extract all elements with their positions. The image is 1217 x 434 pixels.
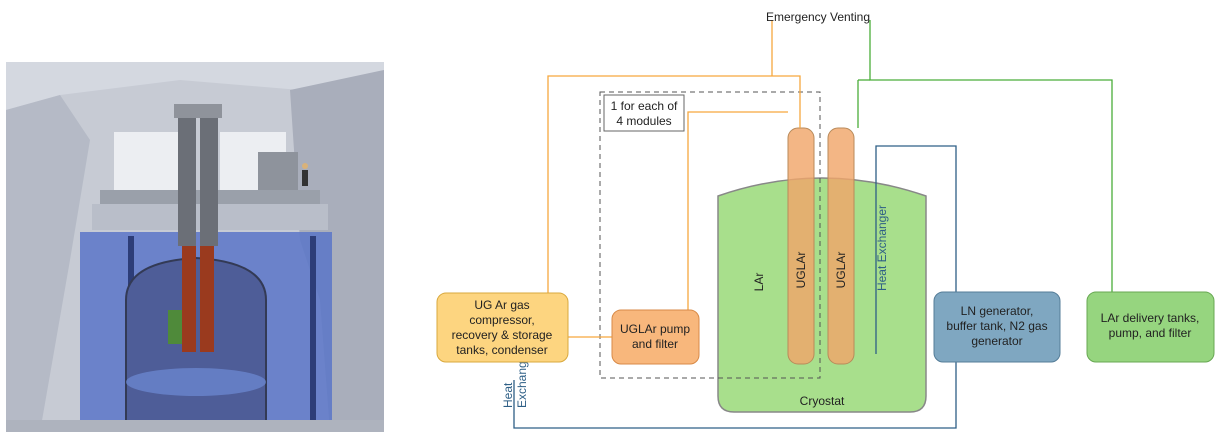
liquid-nitrogen-lines bbox=[513, 145, 957, 429]
detector-render-image bbox=[6, 62, 384, 432]
ug-ar-box bbox=[436, 292, 569, 363]
lar-label: LAr bbox=[752, 273, 766, 292]
ln-generator-box bbox=[933, 291, 1061, 363]
uglar-column-left bbox=[787, 127, 815, 365]
pump-line: and filter bbox=[632, 337, 678, 351]
heat-exchanger-vertical-label: Heat Exchanger bbox=[875, 205, 889, 291]
cryostat-vessel bbox=[717, 177, 927, 413]
ug-argon-lines bbox=[547, 20, 801, 338]
uglar-pump-box-text: UGLAr pump and filter bbox=[620, 322, 690, 351]
uglar-left-label: UGLAr bbox=[794, 252, 808, 289]
ln-line: generator bbox=[971, 334, 1022, 348]
heat-exchanger-bottom-line2: Exchanger bbox=[515, 351, 529, 408]
modules-note-box bbox=[603, 94, 685, 132]
uglar-pump-box bbox=[611, 309, 700, 365]
cryostat-label: Cryostat bbox=[800, 394, 845, 408]
module-dashed-region bbox=[599, 91, 821, 379]
lar-delivery-line: LAr delivery tanks, bbox=[1101, 311, 1200, 325]
pump-line: UGLAr pump bbox=[620, 322, 690, 336]
ug-ar-line: UG Ar gas bbox=[474, 298, 529, 312]
ln-line: LN generator, bbox=[961, 304, 1034, 318]
modules-note-line2: 4 modules bbox=[616, 114, 671, 128]
uglar-column-right bbox=[827, 127, 855, 365]
lar-delivery-line: pump, and filter bbox=[1109, 326, 1192, 340]
heat-exchanger-bottom-line1: Heat bbox=[501, 382, 515, 408]
ln-line: buffer tank, N2 gas bbox=[946, 319, 1047, 333]
lar-delivery-box-text: LAr delivery tanks, pump, and filter bbox=[1101, 311, 1200, 340]
modules-note-line1: 1 for each of bbox=[611, 99, 678, 113]
uglar-right-label: UGLAr bbox=[834, 252, 848, 289]
lar-delivery-box bbox=[1086, 291, 1215, 363]
lar-delivery-lines bbox=[857, 20, 1113, 292]
ug-ar-box-text: UG Ar gas compressor, recovery & storage… bbox=[452, 298, 553, 357]
ug-ar-line: compressor, bbox=[469, 313, 534, 327]
ug-ar-line: recovery & storage bbox=[452, 328, 553, 342]
ln-generator-box-text: LN generator, buffer tank, N2 gas genera… bbox=[946, 304, 1047, 348]
emergency-venting-label: Emergency Venting bbox=[766, 10, 870, 24]
ug-ar-line: tanks, condenser bbox=[456, 343, 547, 357]
